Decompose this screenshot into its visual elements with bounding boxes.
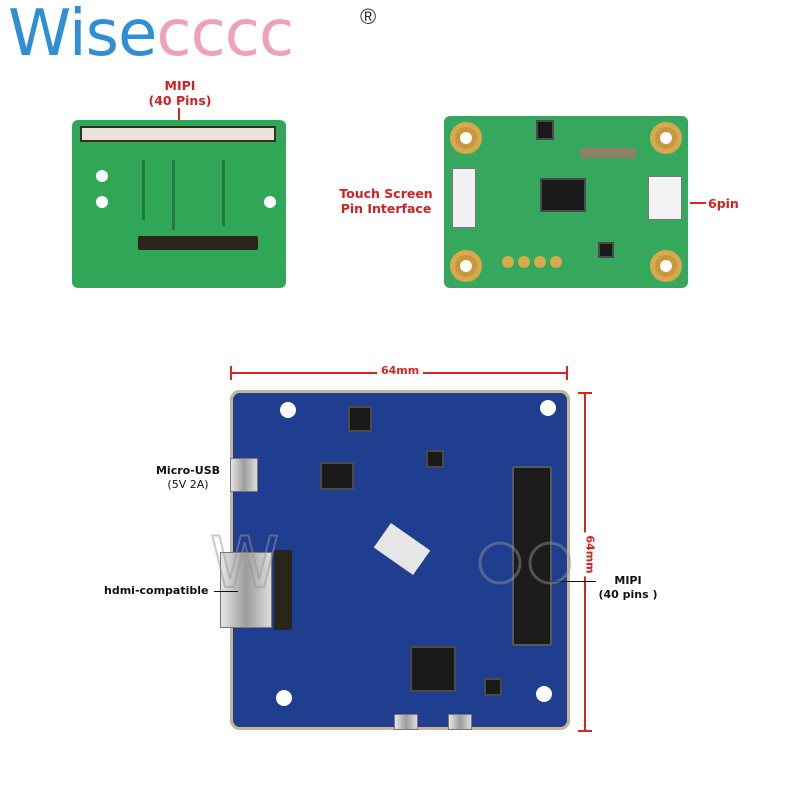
pcb-trace [172, 160, 175, 230]
svg-text:W: W [210, 523, 279, 603]
six-pin-connector [648, 176, 682, 220]
mount-pad [650, 250, 682, 282]
mipi-connector [512, 466, 552, 646]
button-chip [484, 678, 502, 696]
mount-pad [650, 122, 682, 154]
micro-usb-port [230, 458, 258, 492]
adapter-mipi-label: MIPI (40 Pins) [148, 78, 212, 108]
solder-pad [550, 256, 562, 268]
watermark-graphic: W [209, 521, 572, 605]
tact-switch [394, 714, 418, 730]
reset-button [598, 242, 614, 258]
mount-hole [280, 402, 296, 418]
pcb-trace [142, 160, 145, 220]
micro-usb-label: Micro-USB (5V 2A) [155, 464, 221, 491]
hdmi-connector-body [274, 550, 292, 630]
ic-chip [540, 178, 586, 212]
height-dimension-tick [578, 392, 592, 394]
brand-part2: cccc [156, 0, 294, 71]
hdmi-label: hdmi-compatible [104, 584, 209, 597]
registered-mark: ® [360, 4, 377, 29]
smd-component [580, 148, 636, 158]
touch-interface-board [444, 116, 688, 288]
driver-board [220, 390, 570, 730]
mipi-pins-label: MIPI (40 pins ) [598, 574, 658, 601]
solder-pad [502, 256, 514, 268]
touch-interface-label: Touch Screen Pin Interface [339, 186, 433, 216]
mount-hole [276, 690, 292, 706]
brand-logo: Wisecccc [8, 2, 294, 66]
regulator-chip [320, 462, 354, 490]
width-dimension-tick [566, 366, 568, 380]
width-dimension-tick [230, 366, 232, 380]
watermark-logo: W [209, 520, 590, 625]
mount-hole [96, 170, 108, 182]
brand-part1: Wise [8, 0, 157, 71]
hdmi-leader-line [214, 591, 238, 592]
solder-pad [534, 256, 546, 268]
six-pin-pointer [690, 202, 706, 204]
touch-pin-connector [452, 168, 476, 228]
inductor [426, 450, 444, 468]
tact-switch [448, 714, 472, 730]
solder-pad [518, 256, 530, 268]
six-pin-label: 6pin [708, 196, 739, 211]
hdmi-port [220, 552, 272, 628]
height-dimension-tick [578, 730, 592, 732]
adapter-board [72, 120, 286, 288]
mount-hole [540, 400, 556, 416]
mount-hole [264, 196, 276, 208]
width-dimension-label: 64mm [377, 364, 424, 377]
mipi-leader-line [540, 581, 596, 582]
mount-hole [96, 196, 108, 208]
mount-pad [450, 250, 482, 282]
adapter-bottom-connector [138, 236, 258, 250]
pcb-trace [222, 160, 225, 226]
mount-hole [536, 686, 552, 702]
adapter-top-connector [80, 126, 276, 142]
ic-chip [348, 406, 372, 432]
ic-chip [536, 120, 554, 140]
mount-pad [450, 122, 482, 154]
main-controller-chip [410, 646, 456, 692]
